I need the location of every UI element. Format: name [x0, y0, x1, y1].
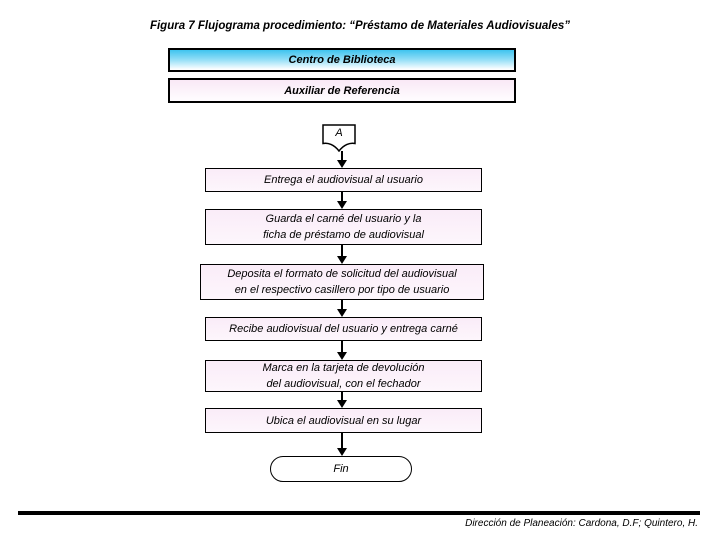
arrow-shaft: [341, 392, 343, 400]
flow-arrow: [337, 192, 347, 209]
arrow-head-icon: [337, 352, 347, 360]
lane-header-auxiliar-referencia: Auxiliar de Referencia: [168, 78, 516, 103]
footer-credit: Dirección de Planeación: Cardona, D.F; Q…: [465, 518, 698, 529]
flow-step-deposita-formato: Deposita el formato de solicitud del aud…: [200, 264, 484, 300]
flow-step-guarda-carne: Guarda el carné del usuario y la ficha d…: [205, 209, 482, 245]
arrow-head-icon: [337, 400, 347, 408]
flow-step-ubica-audiovisual: Ubica el audiovisual en su lugar: [205, 408, 482, 433]
flow-arrow: [337, 245, 347, 264]
arrow-head-icon: [337, 160, 347, 168]
arrow-shaft: [341, 300, 343, 309]
flow-step-recibe-audiovisual: Recibe audiovisual del usuario y entrega…: [205, 317, 482, 341]
arrow-head-icon: [337, 201, 347, 209]
flow-arrow: [337, 300, 347, 317]
flow-arrow: [337, 433, 347, 456]
flow-step-entrega: Entrega el audiovisual al usuario: [205, 168, 482, 192]
arrow-head-icon: [337, 448, 347, 456]
offpage-connector-a: A: [322, 124, 356, 152]
lane-header-label: Auxiliar de Referencia: [284, 84, 400, 97]
lane-header-label: Centro de Biblioteca: [288, 54, 396, 66]
flow-arrow: [337, 151, 347, 168]
offpage-connector-shape: [322, 124, 356, 152]
flow-arrow: [337, 341, 347, 360]
arrow-shaft: [341, 433, 343, 448]
arrow-shaft: [341, 341, 343, 352]
arrow-head-icon: [337, 256, 347, 264]
arrow-head-icon: [337, 309, 347, 317]
flow-step-marca-tarjeta: Marca en la tarjeta de devolución del au…: [205, 360, 482, 392]
footer-divider: [18, 511, 700, 515]
lane-header-centro-biblioteca: Centro de Biblioteca: [168, 48, 516, 72]
connector-label: A: [335, 127, 343, 139]
end-terminator: Fin: [270, 456, 412, 482]
flow-arrow: [337, 392, 347, 408]
arrow-shaft: [341, 192, 343, 201]
end-terminator-label: Fin: [333, 463, 349, 475]
figure-title: Figura 7 Flujograma procedimiento: “Prés…: [149, 20, 571, 32]
arrow-shaft: [341, 245, 343, 256]
arrow-shaft: [341, 151, 343, 160]
